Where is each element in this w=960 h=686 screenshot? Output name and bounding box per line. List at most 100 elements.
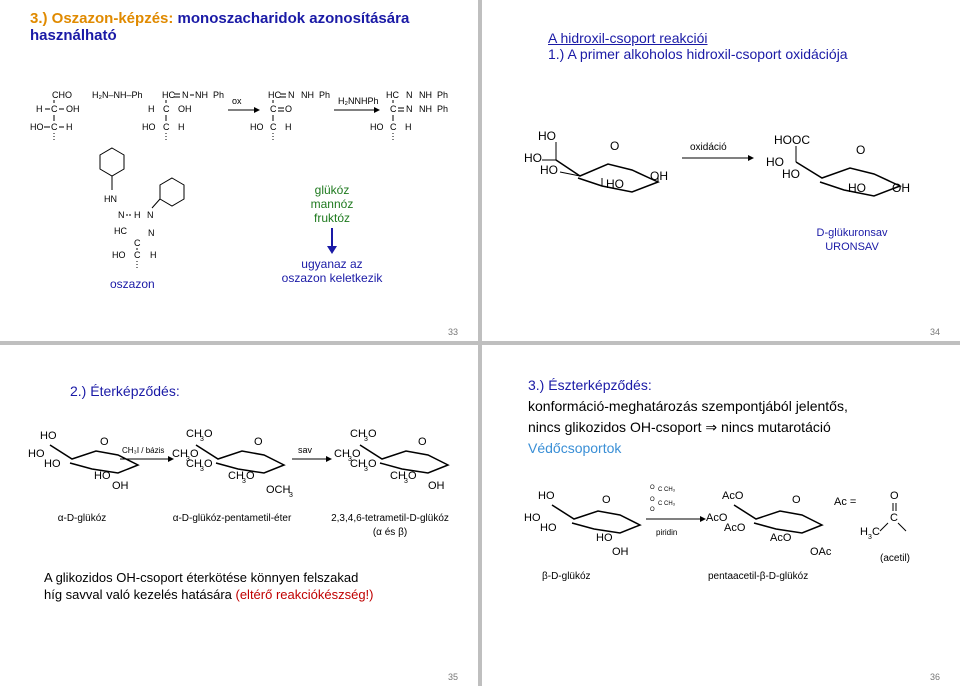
svg-text:HO: HO [370, 122, 384, 132]
svg-text:O: O [890, 490, 899, 502]
slide-33-title: 3.) Oszazon-képzés: monoszacharidok azon… [30, 10, 409, 44]
page-number: 34 [930, 327, 941, 337]
svg-text:HO: HO [30, 122, 44, 132]
result-line1: ugyanaz az [301, 257, 362, 271]
svg-text:N: N [406, 104, 413, 114]
slide-34-title: A hidroxil-csoport reakciói 1.) A primer… [548, 30, 848, 62]
svg-text:OH: OH [612, 546, 629, 558]
label-alpha-glucose: α-D-glükóz [58, 513, 107, 524]
label-beta-glucose: β-D-glükóz [542, 571, 591, 582]
reagent-hydrazine: H₂NNHPh [338, 96, 379, 106]
svg-text:O: O [792, 494, 801, 506]
svg-text:O: O [352, 448, 361, 460]
svg-text:HO: HO [250, 122, 264, 132]
svg-text:O: O [254, 436, 263, 448]
svg-text:Ph: Ph [319, 90, 330, 100]
svg-text:CH: CH [390, 470, 406, 482]
svg-text:N: N [288, 90, 295, 100]
svg-text:CH: CH [186, 428, 202, 440]
svg-text:HO: HO [540, 522, 557, 534]
svg-text:O: O [650, 507, 655, 513]
svg-text:CH: CH [186, 458, 202, 470]
slide-35-title: 2.) Éterképződés: [70, 383, 180, 399]
svg-text:O: O [285, 104, 292, 114]
section-subtitle: 1.) A primer alkoholos hidroxil-csoport … [548, 46, 848, 62]
svg-text:CH: CH [172, 448, 188, 460]
product-name: D-glükuronsav [817, 227, 888, 239]
svg-text:O: O [368, 428, 377, 440]
svg-text:O: O [100, 436, 109, 448]
svg-text:O: O [204, 428, 213, 440]
svg-text:O: O [368, 458, 377, 470]
svg-text:C: C [890, 512, 898, 524]
reagent-acid: sav [298, 445, 313, 455]
text-line2a: nincs glikozidos OH-csoport [528, 419, 702, 435]
svg-text:HO: HO [596, 532, 613, 544]
svg-text:O: O [408, 470, 417, 482]
svg-text:HO: HO [766, 155, 784, 169]
page-number: 35 [448, 672, 459, 682]
svg-text:AcO: AcO [724, 522, 746, 534]
svg-text:O: O [610, 139, 619, 153]
svg-text:HO: HO [44, 458, 61, 470]
svg-text:CH: CH [350, 458, 366, 470]
svg-text:H: H [285, 122, 292, 132]
svg-text:OH: OH [650, 169, 668, 183]
svg-text:C: C [163, 104, 170, 114]
svg-text:AcO: AcO [722, 490, 744, 502]
svg-text:AcO: AcO [706, 512, 728, 524]
svg-text:N: N [148, 228, 155, 238]
svg-text:O: O [856, 143, 865, 157]
svg-text:3: 3 [186, 456, 190, 463]
svg-text:3: 3 [364, 466, 368, 473]
page-number: 36 [930, 672, 941, 682]
svg-text:HC: HC [268, 90, 281, 100]
oxidation-label: oxidáció [690, 142, 727, 153]
svg-text:O: O [650, 485, 655, 491]
svg-text:C CH₃: C CH₃ [658, 487, 676, 493]
svg-text:O: O [190, 448, 199, 460]
svg-text:NH: NH [195, 90, 208, 100]
svg-text:OH: OH [112, 480, 129, 492]
svg-text:Ph: Ph [437, 104, 448, 114]
svg-text:H: H [36, 104, 43, 114]
svg-text:C: C [51, 104, 58, 114]
title-line2: használható [30, 27, 117, 44]
svg-text:CH: CH [228, 470, 244, 482]
svg-text:H: H [860, 526, 868, 538]
svg-text:OCH: OCH [266, 484, 291, 496]
text-line2b: nincs mutarotáció [721, 419, 831, 435]
svg-text:H: H [66, 122, 73, 132]
text-line1: konformáció-meghatározás szempontjából j… [528, 398, 848, 414]
svg-text:C: C [270, 122, 277, 132]
label-tetramethyl: 2,3,4,6-tetrametil-D-glükóz [331, 513, 449, 524]
sugar-mannose: mannóz [311, 197, 354, 211]
svg-text:HO: HO [40, 430, 57, 442]
svg-text:HO: HO [540, 163, 558, 177]
svg-text:HOOC: HOOC [774, 133, 810, 147]
svg-text:HO: HO [94, 470, 111, 482]
svg-text:OH: OH [66, 104, 80, 114]
svg-text:H: H [405, 122, 412, 132]
label-alpha-beta: (α és β) [373, 527, 407, 538]
svg-text:3: 3 [364, 436, 368, 443]
svg-text:HC: HC [162, 90, 175, 100]
conclusion: A glikozidos OH-csoport éterkötése könny… [44, 569, 374, 603]
svg-text:C: C [390, 122, 397, 132]
acetyl-label: (acetil) [880, 553, 910, 564]
svg-text:H: H [150, 250, 157, 260]
svg-text:Ph: Ph [437, 90, 448, 100]
svg-text:3: 3 [404, 478, 408, 485]
result-line2: oszazon keletkezik [282, 271, 384, 285]
conclusion-highlight: (eltérő reakciókészség!) [235, 587, 374, 602]
svg-text:Ph: Ph [213, 90, 224, 100]
svg-text:CHO: CHO [52, 90, 72, 100]
svg-text:HO: HO [538, 129, 556, 143]
svg-text:C: C [872, 526, 880, 538]
svg-text:H: H [134, 210, 141, 220]
svg-text:HO: HO [524, 512, 541, 524]
label-pentamethyl-ether: α-D-glükóz-pentametil-éter [173, 513, 292, 524]
svg-text:3: 3 [868, 534, 872, 541]
